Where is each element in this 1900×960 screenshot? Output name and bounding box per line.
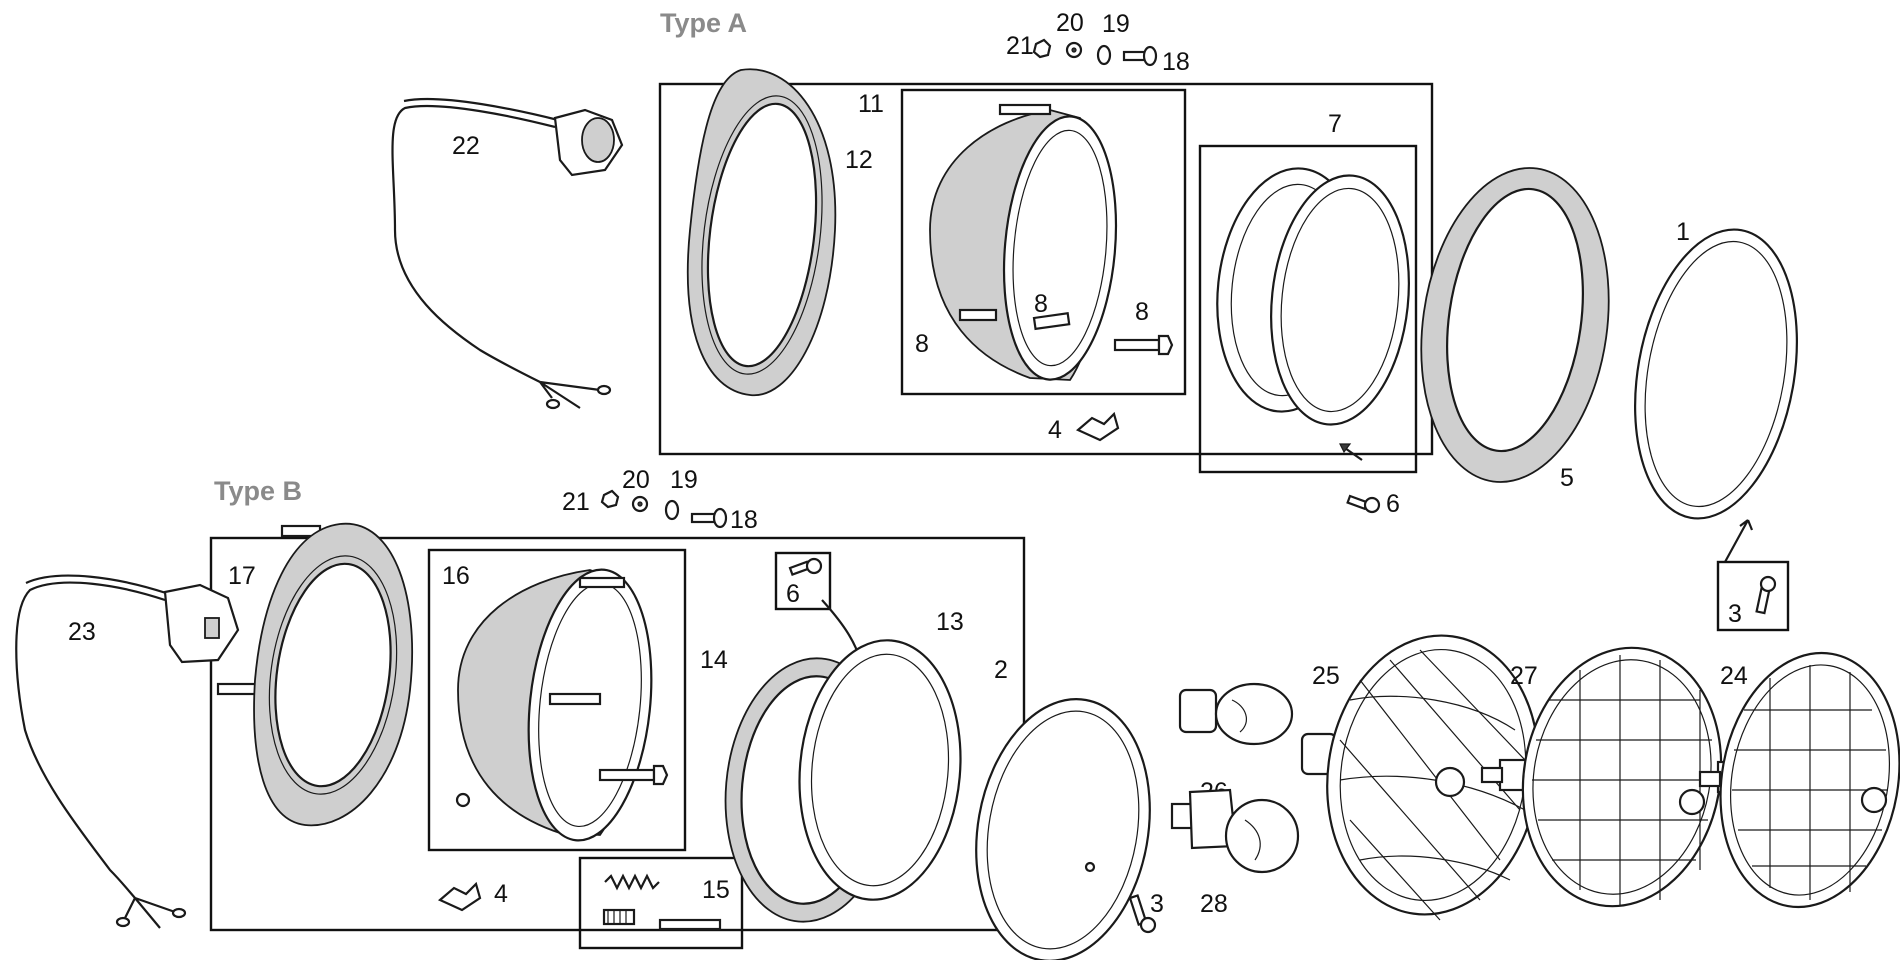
bulb-26 <box>1178 682 1294 746</box>
type-b-screw-6-box <box>774 551 832 611</box>
label-a-8-right: 8 <box>1135 298 1149 326</box>
type-a-main-box <box>658 82 1434 456</box>
label-b-20: 20 <box>622 466 650 494</box>
type-b-screw-3 <box>1128 894 1157 934</box>
type-a-gasket-11-12 <box>686 68 837 396</box>
type-a-bowl-8 <box>929 103 1174 381</box>
label-a-19: 19 <box>1102 10 1130 38</box>
type-a-title: Type A <box>660 8 747 38</box>
type-b-title: Type B <box>214 476 302 506</box>
type-b-bracket-4 <box>437 881 482 912</box>
label-b-16: 16 <box>442 562 470 590</box>
lamp-unit-25 <box>1300 634 1540 921</box>
type-a-ring-7 <box>1216 167 1410 461</box>
label-b-13: 13 <box>936 608 964 636</box>
label-a-21: 21 <box>1006 32 1034 60</box>
type-b-group: Type B 21 20 19 18 <box>15 466 1164 960</box>
type-b-ring-13-14 <box>724 639 962 923</box>
type-a-harness-22 <box>391 97 624 410</box>
label-p-25: 25 <box>1312 662 1340 690</box>
label-b-3: 3 <box>1150 890 1164 918</box>
label-a-5: 5 <box>1560 464 1574 492</box>
label-b-17: 17 <box>228 562 256 590</box>
type-a-ring-box <box>1198 144 1418 474</box>
label-b-2: 2 <box>994 656 1008 684</box>
label-a-11: 11 <box>858 90 884 118</box>
type-a-hardware-18-21 <box>1032 38 1158 67</box>
label-p-27: 27 <box>1510 662 1538 690</box>
label-b-19: 19 <box>670 466 698 494</box>
label-a-22: 22 <box>452 132 480 160</box>
label-b-23: 23 <box>68 618 96 646</box>
type-a-group: Type A 21 20 19 18 22 <box>391 8 1798 632</box>
type-b-harness-23 <box>15 574 240 929</box>
type-a-rim-5 <box>1420 167 1610 483</box>
lamp-unit-24 <box>1698 651 1900 909</box>
label-a-12: 12 <box>845 146 873 174</box>
label-b-14: 14 <box>700 646 728 674</box>
type-a-bowl-box <box>900 88 1187 396</box>
label-b-6: 6 <box>786 580 800 608</box>
type-a-screw-3-box <box>1716 560 1790 632</box>
label-p-28: 28 <box>1200 890 1228 918</box>
label-a-7: 7 <box>1328 110 1342 138</box>
type-a-screw-3 <box>1755 575 1777 615</box>
type-b-bowl-16 <box>455 568 669 842</box>
label-a-4: 4 <box>1048 416 1062 444</box>
type-b-springs-15 <box>602 873 722 931</box>
label-a-18: 18 <box>1162 48 1190 76</box>
washer-19-a <box>1096 44 1112 66</box>
label-b-18: 18 <box>730 506 758 534</box>
label-a-8-left: 8 <box>915 330 929 358</box>
bulb-28 <box>1170 788 1300 874</box>
label-a-3: 3 <box>1728 600 1742 628</box>
type-a-screw-6 <box>1346 494 1381 514</box>
label-a-8-top: 8 <box>1034 290 1048 318</box>
label-a-6: 6 <box>1386 490 1400 518</box>
type-b-gasket-17 <box>216 522 414 827</box>
type-b-bowl-box <box>427 548 687 852</box>
type-a-rim-1 <box>1634 228 1798 563</box>
label-b-21: 21 <box>562 488 590 516</box>
label-p-24: 24 <box>1720 662 1748 690</box>
type-b-springs-box <box>578 856 744 950</box>
label-b-15: 15 <box>702 876 730 904</box>
label-b-4: 4 <box>494 880 508 908</box>
lamp-unit-27 <box>1480 646 1723 908</box>
lamp-units-group: 26 28 25 27 <box>1170 634 1900 921</box>
nut-21-a <box>1032 38 1052 59</box>
label-a-1: 1 <box>1676 218 1690 246</box>
type-b-hardware-18-21 <box>600 489 728 529</box>
type-a-bracket-4 <box>1075 411 1120 442</box>
label-a-20: 20 <box>1056 9 1084 37</box>
